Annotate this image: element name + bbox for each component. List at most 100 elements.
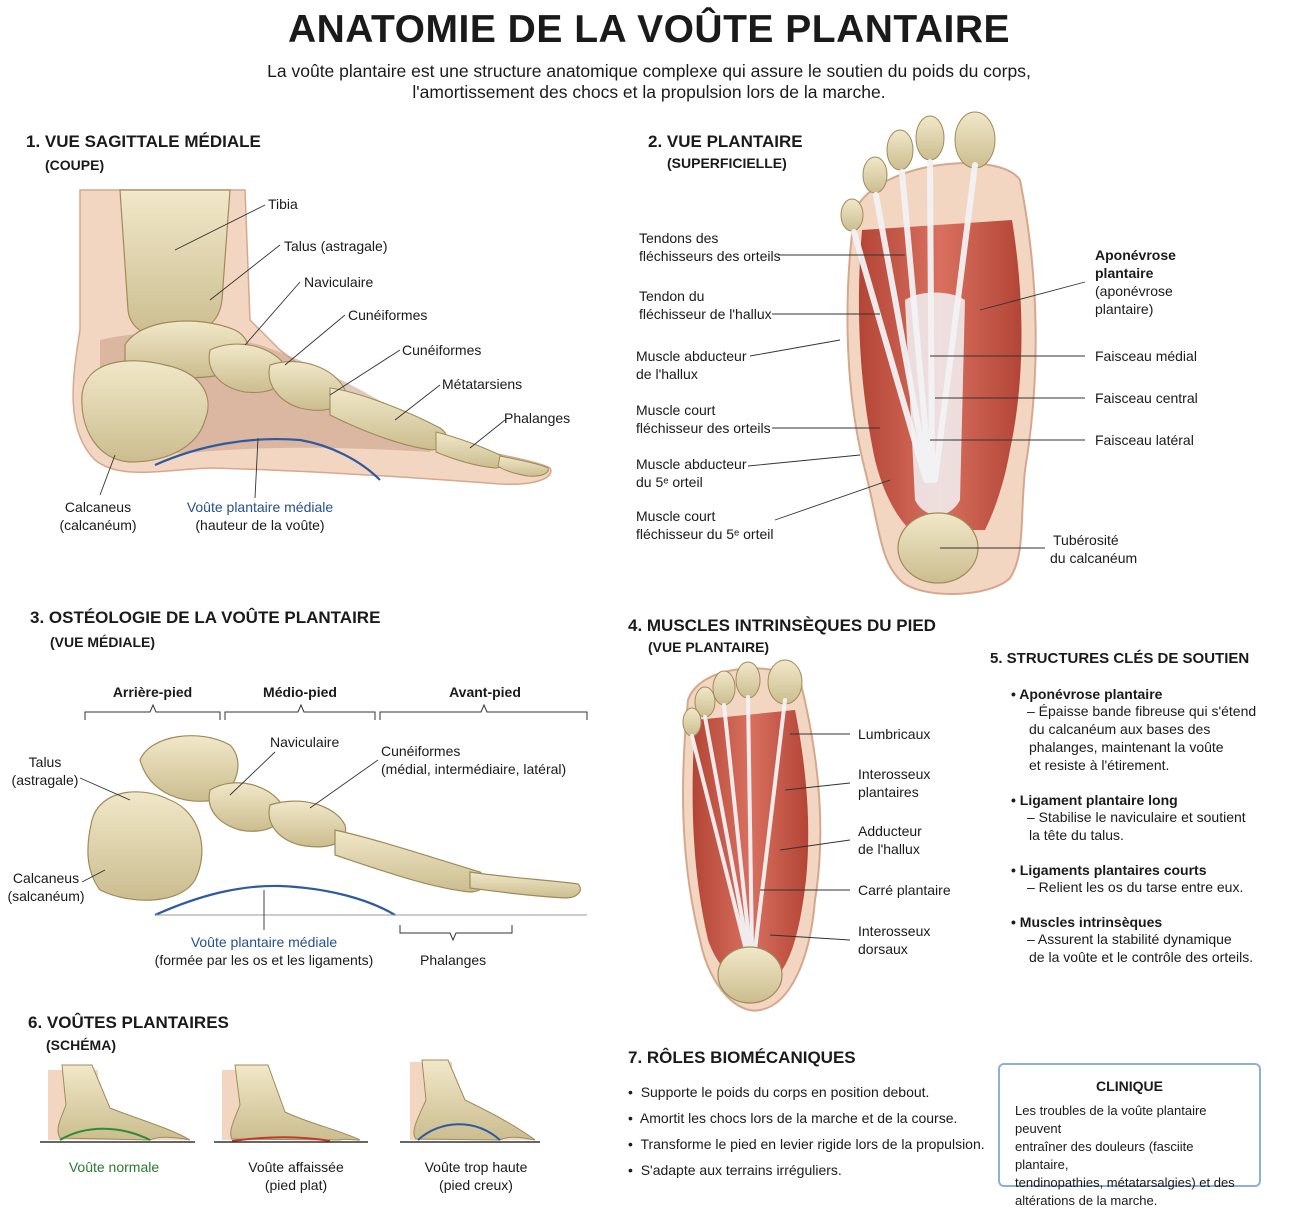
label-flexor-tendons-line2: fléchisseurs des orteils <box>639 248 781 264</box>
page-title: ANATOMIE DE LA VOÛTE PLANTAIRE <box>287 8 1011 51</box>
label-calcaneus-name: Calcaneus <box>64 499 132 515</box>
clinique-text: Les troubles de la voûte plantaire peuve… <box>1015 1102 1245 1210</box>
role-item-text: Transforme le pied en levier rigide lors… <box>640 1136 985 1152</box>
clinique-line: Les troubles de la voûte plantaire peuve… <box>1015 1103 1207 1136</box>
section-4-subtitle: (VUE PLANTAIRE) <box>648 639 770 655</box>
label-arch-medial: Voûte plantaire médiale (hauteur de la v… <box>170 498 350 534</box>
intro-text: La voûte plantaire est une structure ana… <box>180 61 1118 103</box>
intro-line-2: l'amortissement des chocs et la propulsi… <box>412 82 886 102</box>
label-calcaneus-osteo: Calcaneus (salcanéum) <box>3 869 89 905</box>
region-medio-pied: Médio-pied <box>263 684 337 700</box>
label-talus-osteo: Talus (astragale) <box>5 753 85 789</box>
key-structure-line: du calcanéum aux bases des <box>1029 721 1211 737</box>
section-1-subtitle: (COUPE) <box>45 157 105 173</box>
intrinsic-muscles-figure <box>682 659 851 1012</box>
key-structure-line: la tête du talus. <box>1029 827 1124 843</box>
label-tibia: Tibia <box>268 196 298 212</box>
label-adducteur-line1: Adducteur <box>858 823 922 839</box>
key-structure-line: de la voûte et le contrôle des orteils. <box>1029 949 1254 965</box>
section-5-title: 5. STRUCTURES CLÉS DE SOUTIEN <box>990 650 1250 667</box>
arch-schemas-figure <box>40 1059 540 1143</box>
role-item-text: Supporte le poids du corps en position d… <box>640 1084 930 1100</box>
label-arch-osteo-line2: (formée par les os et les ligaments) <box>154 952 374 968</box>
section-2-title: 2. VUE PLANTAIRE <box>648 132 803 151</box>
label-abductor-hallux-line1: Muscle abducteur <box>636 348 747 364</box>
section-7-title: 7. RÔLES BIOMÉCANIQUES <box>628 1048 856 1067</box>
label-short-flexor-5th-line2: fléchisseur du 5ᵉ orteil <box>636 526 774 542</box>
label-cuneiformes-osteo: Cunéiformes (médial, intermédiaire, laté… <box>381 742 566 778</box>
label-io-dorsaux-line2: dorsaux <box>858 941 908 957</box>
label-calcaneus-osteo-line1: Calcaneus <box>12 870 80 886</box>
label-high-arch-line2: (pied creux) <box>439 1177 513 1193</box>
label-io-dorsaux-line1: Interosseux <box>858 923 931 939</box>
label-aponeurosis-line4: plantaire) <box>1095 301 1154 317</box>
section-6-title: 6. VOÛTES PLANTAIRES <box>28 1013 229 1032</box>
label-flexor-tendons: Tendons des fléchisseurs des orteils <box>639 229 781 265</box>
label-short-flexor-line2: fléchisseur des orteils <box>636 420 771 436</box>
label-tuberosity: Tubérosité du calcanéum <box>1050 531 1137 567</box>
section-2-subtitle: (SUPERFICIELLE) <box>667 155 787 171</box>
key-structure-line: – Relient les os du tarse entre eux. <box>1027 879 1244 895</box>
intro-line-1: La voûte plantaire est une structure ana… <box>267 61 1031 81</box>
label-cuneiformes-1: Cunéiformes <box>348 307 428 323</box>
label-tuberosity-line2: du calcanéum <box>1050 550 1138 566</box>
key-structure-line: – Épaisse bande fibreuse qui s'étend <box>1027 703 1257 719</box>
role-item: • S'adapte aux terrains irréguliers. <box>628 1162 842 1178</box>
label-metatarsiens: Métatarsiens <box>442 376 523 392</box>
key-structure-item: • Muscles intrinsèques– Assurent la stab… <box>1011 914 1285 966</box>
role-item: • Amortit les chocs lors de la marche et… <box>628 1110 958 1126</box>
key-structure-item: • Ligament plantaire long– Stabilise le … <box>1011 792 1285 844</box>
label-talus-osteo-line1: Talus <box>28 754 62 770</box>
label-abductor-5th: Muscle abducteur du 5ᵉ orteil <box>636 455 747 491</box>
section-1-title: 1. VUE SAGITTALE MÉDIALE <box>26 132 261 151</box>
label-naviculaire: Naviculaire <box>304 274 374 290</box>
label-hallux-flexor-line1: Tendon du <box>639 288 705 304</box>
role-item-text: S'adapte aux terrains irréguliers. <box>640 1162 842 1178</box>
flat-arch-drawing <box>214 1064 368 1143</box>
label-arch-sub: (hauteur de la voûte) <box>195 517 325 533</box>
high-arch-drawing <box>400 1059 540 1143</box>
label-arch-name: Voûte plantaire médiale <box>186 499 334 515</box>
plantar-superficial-figure <box>747 111 1086 595</box>
section-4-title: 4. MUSCLES INTRINSÈQUES DU PIED <box>628 616 936 635</box>
label-arch-osteo: Voûte plantaire médiale (formée par les … <box>150 933 378 969</box>
label-interosseux-plantaires: Interosseux plantaires <box>858 765 930 801</box>
role-item-text: Amortit les chocs lors de la marche et d… <box>639 1110 958 1126</box>
clinique-line: altérations de la marche. <box>1015 1193 1158 1208</box>
role-item: • Transforme le pied en levier rigide lo… <box>628 1136 985 1152</box>
label-interosseux-dorsaux: Interosseux dorsaux <box>858 922 930 958</box>
roles-list: • Supporte le poids du corps en position… <box>628 1083 988 1187</box>
label-aponeurosis-line1: Aponévrose <box>1095 247 1176 263</box>
label-adducteur-hallux: Adducteur de l'hallux <box>858 822 922 858</box>
label-abductor-5th-line2: du 5ᵉ orteil <box>636 474 703 490</box>
label-lumbricaux: Lumbricaux <box>858 726 931 742</box>
label-faisceau-lateral: Faisceau latéral <box>1095 432 1194 448</box>
label-hallux-flexor-tendon: Tendon du fléchisseur de l'hallux <box>639 287 772 323</box>
label-flexor-tendons-line1: Tendons des <box>639 230 719 246</box>
label-cuneiformes-2: Cunéiformes <box>402 342 482 358</box>
section-3-subtitle: (VUE MÉDIALE) <box>50 634 155 650</box>
label-cuneiformes-osteo-line1: Cunéiformes <box>381 743 461 759</box>
label-aponeurosis-line3: (aponévrose <box>1095 283 1173 299</box>
label-abductor-5th-line1: Muscle abducteur <box>636 456 747 472</box>
key-structure-line: – Stabilise le naviculaire et soutient <box>1027 809 1246 825</box>
label-flat-arch-line1: Voûte affaissée <box>248 1159 344 1175</box>
label-talus-osteo-line2: (astragale) <box>11 772 79 788</box>
label-abductor-hallux: Muscle abducteur de l'hallux <box>636 347 747 383</box>
clinique-box: CLINIQUE Les troubles de la voûte planta… <box>998 1063 1261 1208</box>
key-structure-title: • Ligaments plantaires courts <box>1011 862 1207 878</box>
normal-arch-drawing <box>40 1064 195 1143</box>
label-hallux-flexor-line2: fléchisseur de l'hallux <box>639 306 772 322</box>
clinique-line: entraîner des douleurs (fasciite plantai… <box>1015 1139 1194 1172</box>
sagittal-foot-figure <box>72 189 552 499</box>
label-short-flexor-line1: Muscle court <box>636 402 716 418</box>
osteology-figure <box>79 703 588 942</box>
label-io-plantaires-line1: Interosseux <box>858 766 931 782</box>
clinique-title: CLINIQUE <box>1096 1078 1163 1094</box>
label-high-arch-line1: Voûte trop haute <box>424 1159 528 1175</box>
label-phalanges-osteo: Phalanges <box>420 952 487 968</box>
key-structure-title: • Aponévrose plantaire <box>1011 686 1163 702</box>
label-short-flexor: Muscle court fléchisseur des orteils <box>636 401 771 437</box>
label-short-flexor-5th: Muscle court fléchisseur du 5ᵉ orteil <box>636 507 774 543</box>
label-short-flexor-5th-line1: Muscle court <box>636 508 716 524</box>
